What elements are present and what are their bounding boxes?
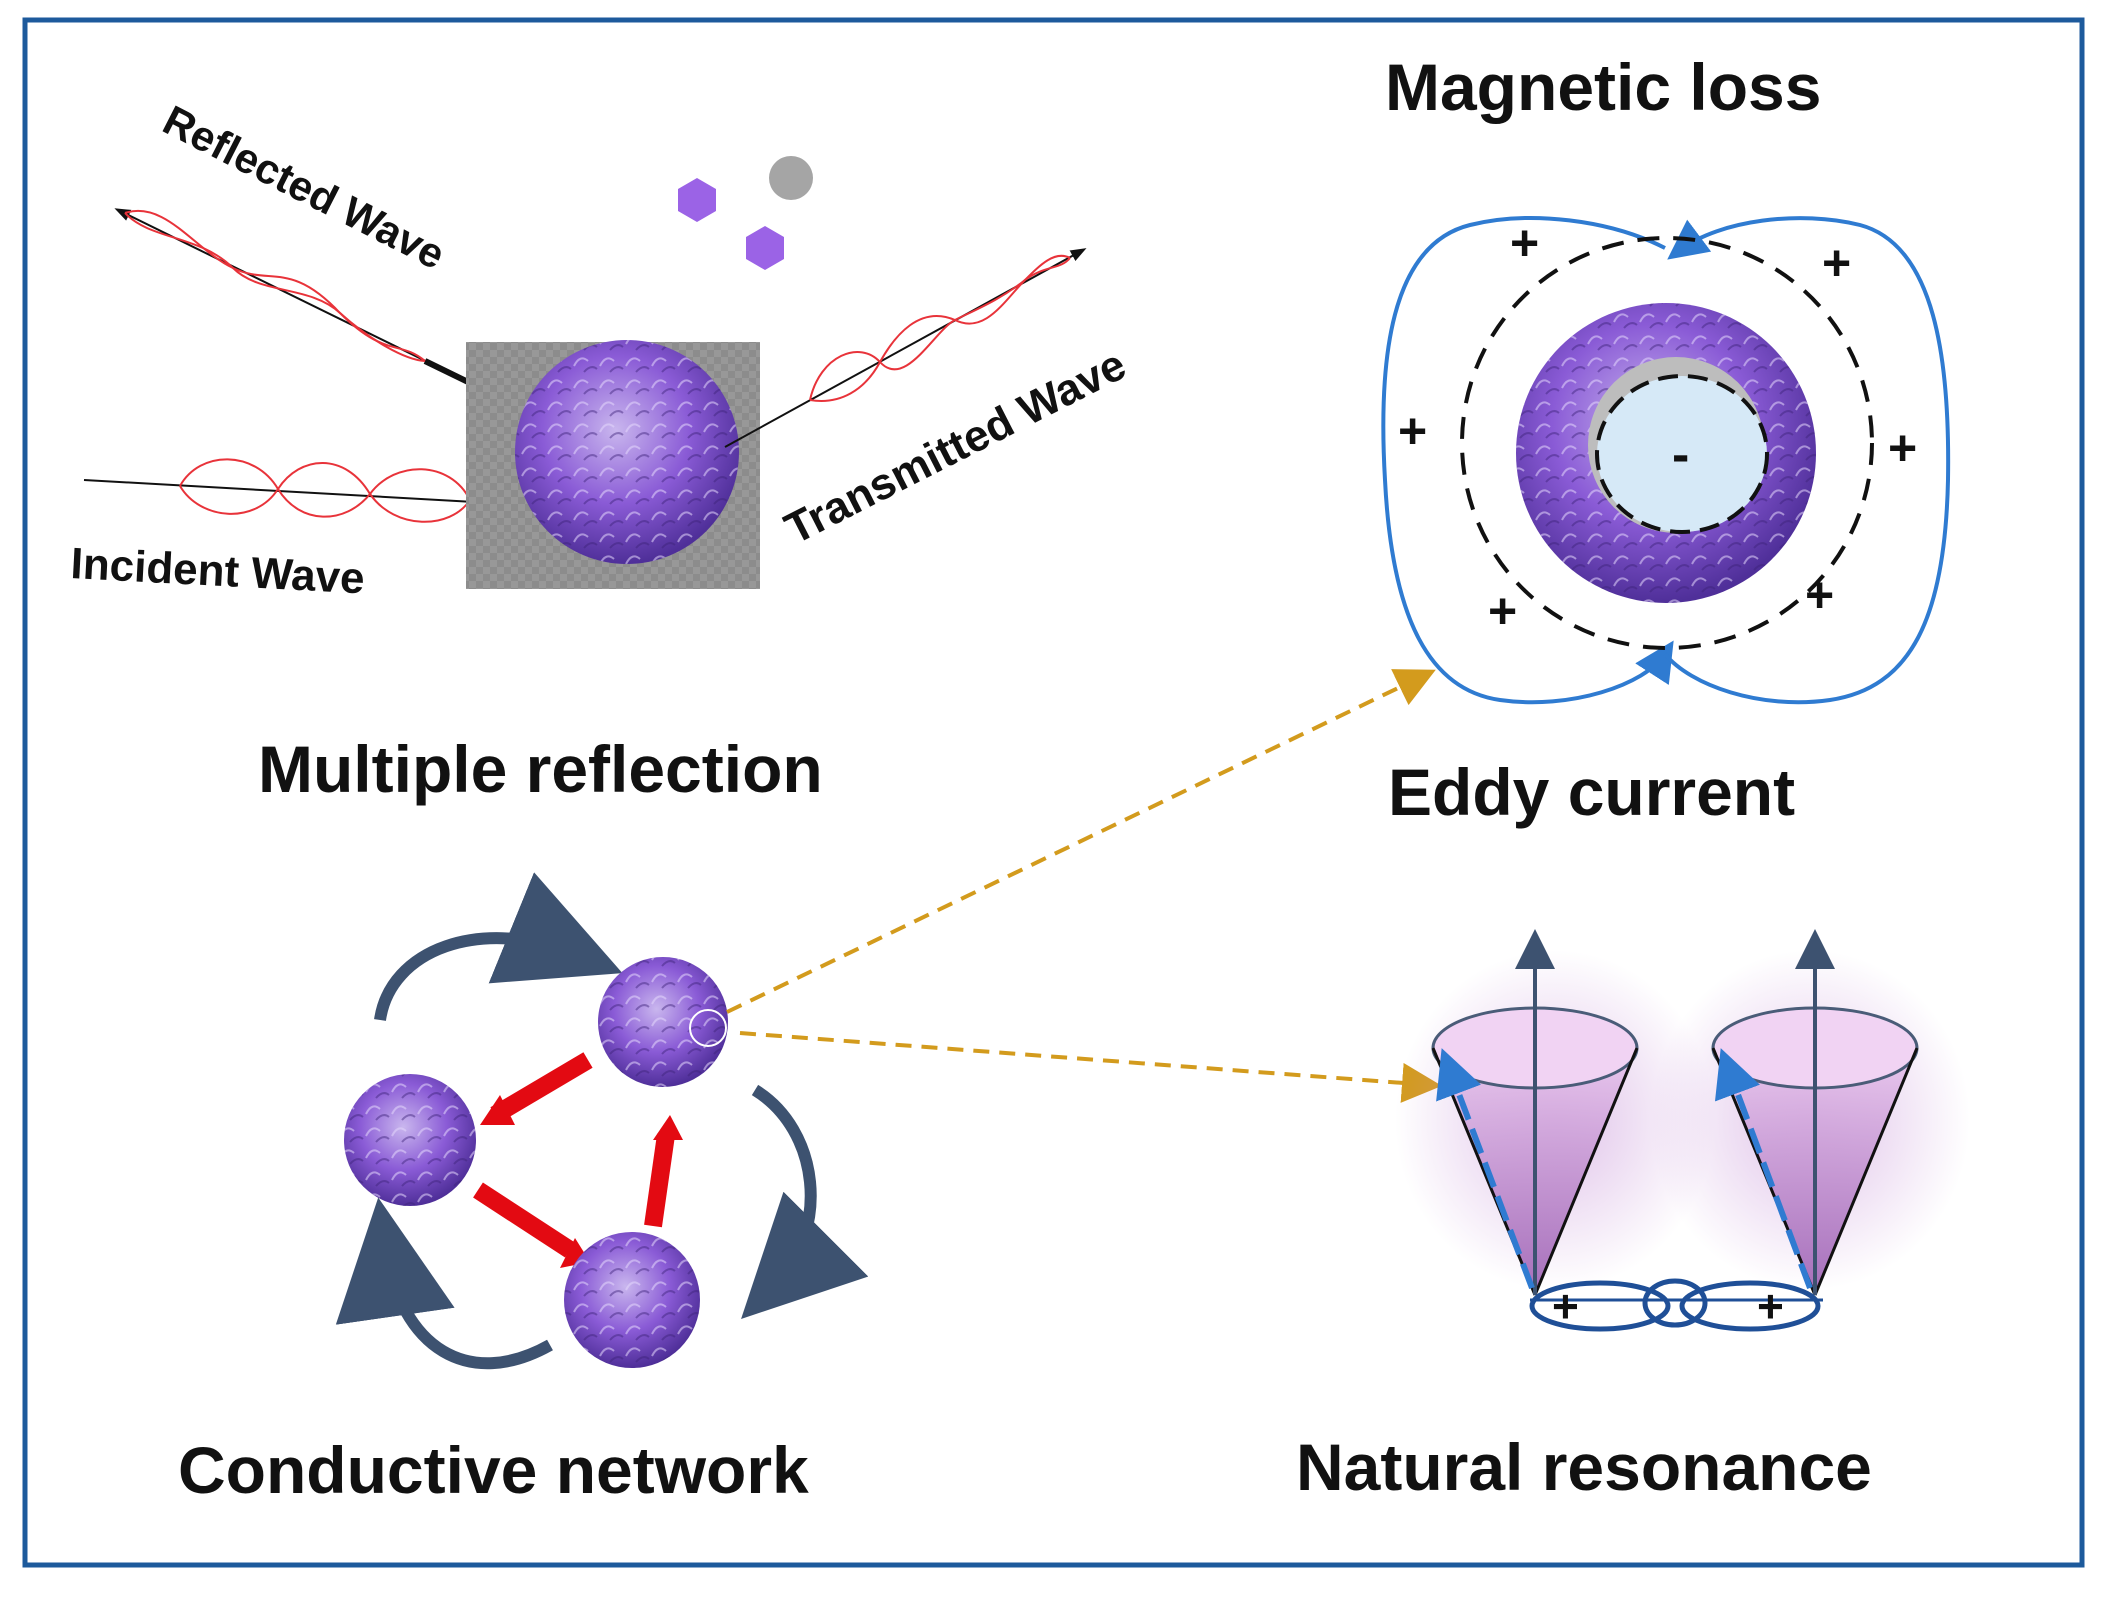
core-sign-minus: - [1672,426,1689,484]
incident-wave-label: Incident Wave [69,539,365,603]
conductive-network-title: Conductive network [178,1433,809,1507]
eddy-core [1595,374,1769,534]
ring-sign-plus: + [1805,567,1834,623]
conductive-network-panel: Conductive network [178,669,1442,1507]
cone-icon [1711,929,1919,1296]
cone-icon [1431,929,1639,1296]
field-line-right [1663,216,1951,705]
particle-sphere-icon [564,1232,700,1368]
hexagon-icon [678,178,716,222]
red-arrow [490,1052,593,1123]
eddy-current-panel: Magnetic loss - + + + + + + Eddy current [1381,50,1951,829]
hexagon-icon [746,226,784,270]
curved-arrow-icon [374,872,623,1022]
multiple-reflection-title: Multiple reflection [258,732,823,806]
curved-arrow-icon [335,1197,553,1370]
field-line-left [1381,216,1674,705]
dashed-arrow-to-eddy [726,669,1436,1014]
natural-resonance-panel: + + Natural resonance [1296,929,1970,1504]
red-arrow [644,1133,675,1228]
ring-sign-plus: + [1398,403,1427,459]
ring-sign-plus: + [1510,215,1539,271]
incident-wave [83,458,496,523]
ring-sign-plus: + [1888,420,1917,476]
transmitted-wave-label: Transmitted Wave [777,340,1133,554]
red-arrowhead [480,1095,515,1125]
ring-sign-plus: + [1822,235,1851,291]
dashed-arrow-to-resonance [739,1031,1442,1103]
natural-resonance-title: Natural resonance [1296,1430,1872,1504]
red-arrowhead [653,1115,683,1140]
circle-icon [769,156,813,200]
loop-sign-plus: + [1552,1280,1579,1332]
magnetic-loss-title: Magnetic loss [1385,50,1821,124]
red-arrow [473,1182,575,1258]
eddy-current-title: Eddy current [1388,755,1795,829]
particle-sphere-icon [515,340,739,564]
ring-sign-plus: + [1488,583,1517,639]
particle-sphere-icon [344,1074,476,1206]
ring-loop-icon [1529,1278,1823,1332]
eddy-current-ring [1460,236,1874,650]
curved-arrow-icon [741,1084,869,1319]
particle-sphere-icon [598,957,728,1087]
multiple-reflection-panel: Reflected Wave Transmitted Wave Incident… [69,96,1133,806]
diagram-frame [22,17,2085,1568]
transmitted-wave [724,248,1087,448]
loop-sign-plus: + [1757,1280,1784,1332]
